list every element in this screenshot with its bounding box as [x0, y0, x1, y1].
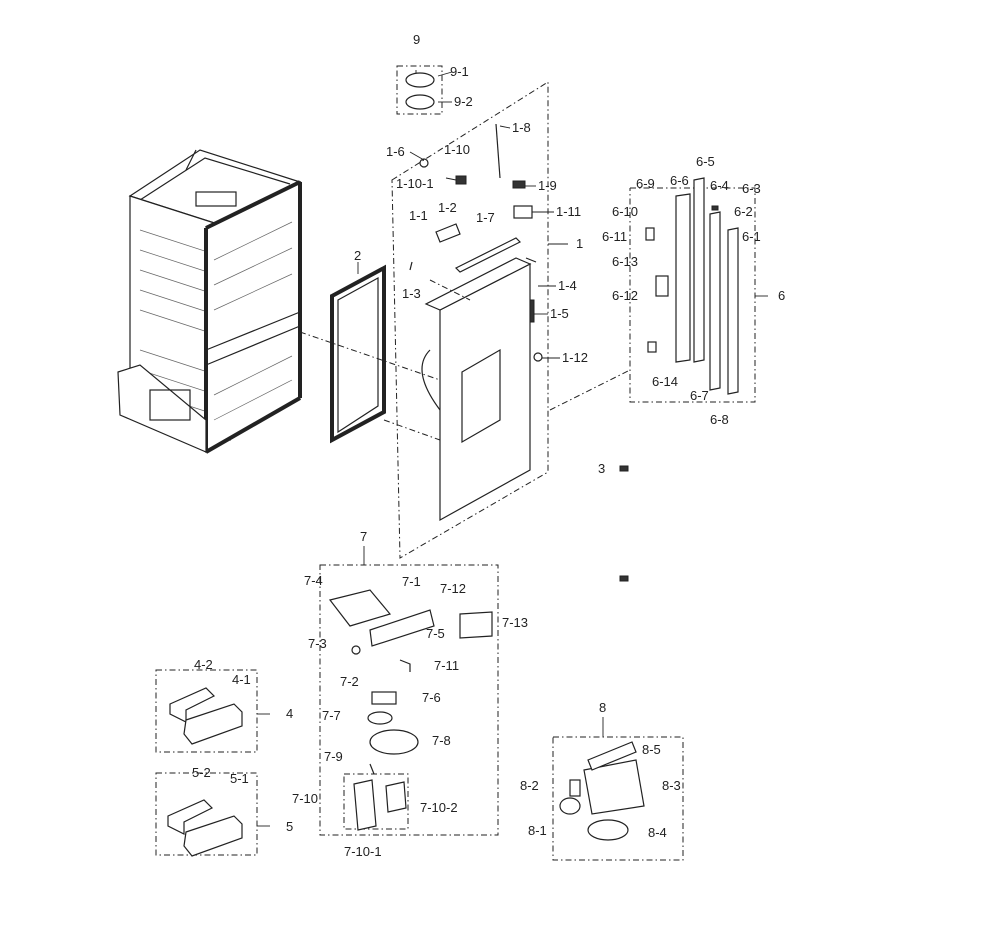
- label-6-5: 6-5: [696, 154, 715, 169]
- refrigerator-cabinet: [117, 149, 302, 454]
- label-5-2: 5-2: [192, 765, 211, 780]
- label-6-9: 6-9: [636, 176, 655, 191]
- label-6-13: 6-13: [612, 254, 638, 269]
- label-4-2: 4-2: [194, 657, 213, 672]
- label-7-5: 7-5: [426, 626, 445, 641]
- label-1-8: 1-8: [512, 120, 531, 135]
- label-7-10-1: 7-10-1: [344, 844, 382, 859]
- label-7-2: 7-2: [340, 674, 359, 689]
- label-6-3: 6-3: [742, 181, 761, 196]
- label-6-14: 6-14: [652, 374, 678, 389]
- label-8-1: 8-1: [528, 823, 547, 838]
- part-3: [619, 465, 629, 582]
- label-7-7: 7-7: [322, 708, 341, 723]
- label-1-6: 1-6: [386, 144, 405, 159]
- label-7-10-2: 7-10-2: [420, 800, 458, 815]
- label-6-12: 6-12: [612, 288, 638, 303]
- label-7-12: 7-12: [440, 581, 466, 596]
- label-8-2: 8-2: [520, 778, 539, 793]
- label-7-6: 7-6: [422, 690, 441, 705]
- label-1-9: 1-9: [538, 178, 557, 193]
- label-7-3: 7-3: [308, 636, 327, 651]
- label-6-7: 6-7: [690, 388, 709, 403]
- label-8-4: 8-4: [648, 825, 667, 840]
- label-1-4: 1-4: [558, 278, 577, 293]
- label-7-4: 7-4: [304, 573, 323, 588]
- label-9-1: 9-1: [450, 64, 469, 79]
- label-1-5: 1-5: [550, 306, 569, 321]
- label-1-10: 1-10: [444, 142, 470, 157]
- label-7: 7: [360, 529, 367, 544]
- part-9-box: [396, 65, 443, 115]
- ice-bucket-assembly: [552, 717, 684, 861]
- label-3: 3: [598, 461, 605, 476]
- label-6-1: 6-1: [742, 229, 761, 244]
- label-5-1: 5-1: [230, 771, 249, 786]
- label-7-1: 7-1: [402, 574, 421, 589]
- dispenser-assembly: [319, 546, 499, 836]
- label-7-9: 7-9: [324, 749, 343, 764]
- callout-labels: 9 9-1 9-2 1-8 1-6 1-10 1-10-1 1-9 1-1 1-…: [192, 32, 785, 859]
- label-5: 5: [286, 819, 293, 834]
- label-2: 2: [354, 248, 361, 263]
- label-9: 9: [413, 32, 420, 47]
- label-1-3: 1-3: [402, 286, 421, 301]
- label-6: 6: [778, 288, 785, 303]
- label-7-13: 7-13: [502, 615, 528, 630]
- label-8-3: 8-3: [662, 778, 681, 793]
- label-1-12: 1-12: [562, 350, 588, 365]
- door-trim-assembly: [629, 177, 768, 403]
- label-6-6: 6-6: [670, 173, 689, 188]
- label-6-8: 6-8: [710, 412, 729, 427]
- bin-assembly-4: [155, 669, 270, 753]
- label-1-10-1: 1-10-1: [396, 176, 434, 191]
- label-8: 8: [599, 700, 606, 715]
- label-4-1: 4-1: [232, 672, 251, 687]
- label-6-4: 6-4: [710, 178, 729, 193]
- door-gasket: [330, 262, 386, 444]
- label-1-2: 1-2: [438, 200, 457, 215]
- label-7-11: 7-11: [434, 658, 459, 673]
- label-1: 1: [576, 236, 583, 251]
- label-7-10: 7-10: [292, 791, 318, 806]
- label-1-1: 1-1: [409, 208, 428, 223]
- label-6-11: 6-11: [602, 229, 627, 244]
- label-1-7: 1-7: [476, 210, 495, 225]
- label-6-10: 6-10: [612, 204, 638, 219]
- label-7-8: 7-8: [432, 733, 451, 748]
- label-4: 4: [286, 706, 293, 721]
- door-assembly: [299, 70, 631, 559]
- bin-assembly-5: [155, 772, 270, 857]
- label-1-11: 1-11: [556, 204, 581, 219]
- label-8-5: 8-5: [642, 742, 661, 757]
- label-9-2: 9-2: [454, 94, 473, 109]
- label-6-2: 6-2: [734, 204, 753, 219]
